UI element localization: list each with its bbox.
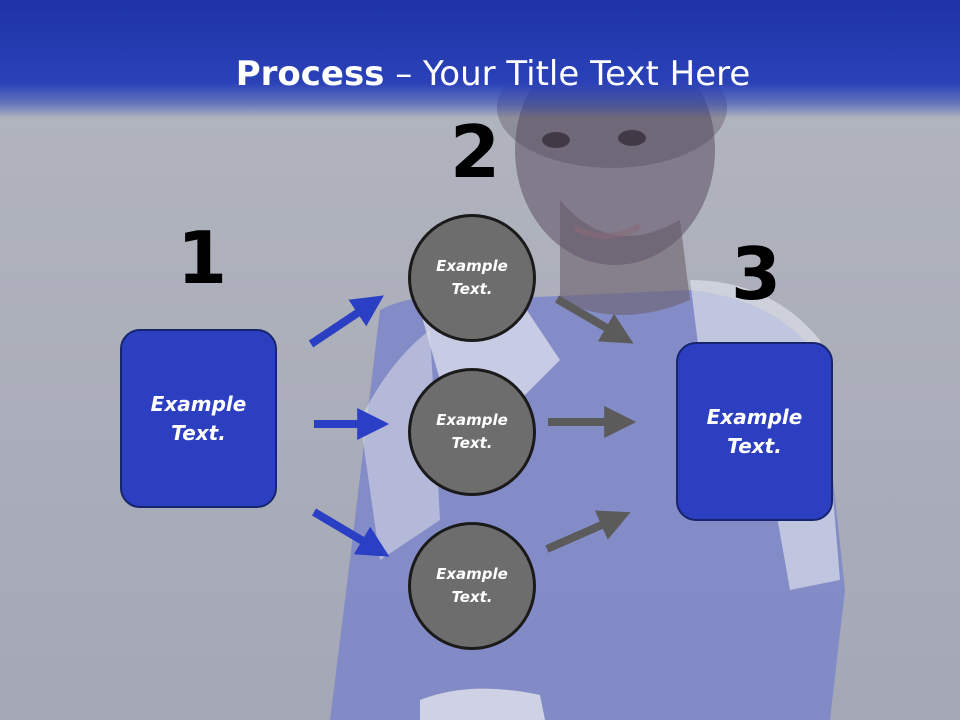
step-3-box-text: Example Text. [706, 404, 803, 458]
arrow-bottom-to-box [545, 510, 631, 553]
step-1-box[interactable]: Example Text. [120, 329, 277, 508]
step-number-2: 2 [450, 110, 501, 194]
circle-text: Example Text. [436, 565, 508, 606]
step-number-1: 1 [177, 216, 228, 300]
title-bar [0, 0, 960, 118]
circle-text: Example Text. [436, 257, 508, 298]
arrow-to-bottom-circle [311, 508, 390, 557]
step-1-box-text: Example Text. [150, 391, 247, 445]
arrow-top-to-box [554, 295, 634, 344]
slide-title: Process – Your Title Text Here [0, 52, 960, 96]
step-2-circle-top[interactable]: Example Text. [408, 214, 536, 342]
title-strong: Process [235, 54, 385, 94]
title-rest: – Your Title Text Here [384, 54, 751, 94]
circle-text: Example Text. [436, 411, 508, 452]
step-2-circle-middle[interactable]: Example Text. [408, 368, 536, 496]
step-3-box[interactable]: Example Text. [676, 342, 833, 521]
step-2-circle-bottom[interactable]: Example Text. [408, 522, 536, 650]
step-number-3: 3 [731, 232, 782, 316]
arrow-to-top-circle [308, 295, 384, 348]
